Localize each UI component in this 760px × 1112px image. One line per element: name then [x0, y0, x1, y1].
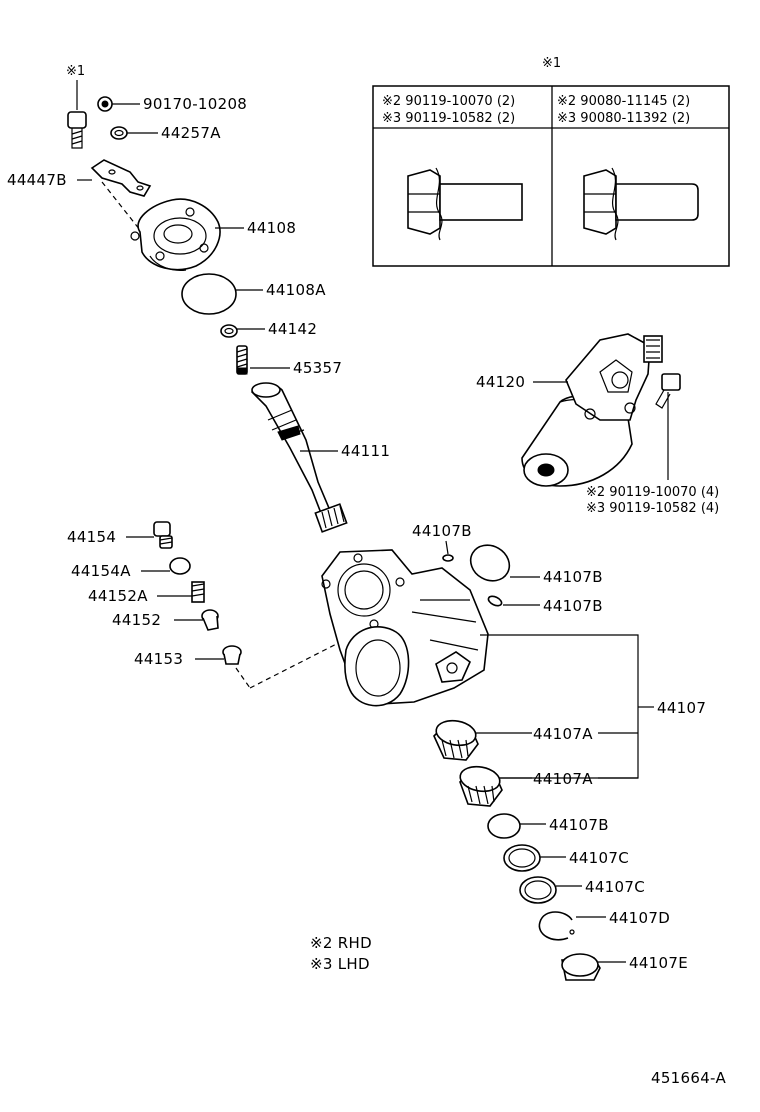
oring-44257a-icon: [110, 126, 128, 140]
washer-90170-icon: [97, 96, 113, 112]
label-44154A: 44154A: [71, 562, 131, 580]
oring-44107b-large-icon: [469, 544, 511, 582]
label-44107C-upper: 44107C: [569, 849, 629, 867]
label-44107D: 44107D: [609, 909, 670, 927]
label-44107B-mid: 44107B: [543, 597, 603, 615]
oring-44107b-small-icon: [442, 554, 454, 562]
bearing-44107a-lower-icon: [459, 765, 503, 807]
label-44107B-ring: 44107B: [543, 568, 603, 586]
label-44107A-upper: 44107A: [533, 725, 593, 743]
seat-44152-icon: [201, 609, 219, 631]
screw-44153-icon: [222, 645, 242, 665]
table-right-line1: ※2 90080-11145 (2): [557, 94, 690, 109]
plug-44154-icon: [153, 521, 173, 549]
label-44107B-top: 44107B: [412, 522, 472, 540]
label-44142: 44142: [268, 320, 317, 338]
oring-44107b-mid-icon: [487, 595, 503, 607]
oring-44142-icon: [220, 324, 238, 338]
seal-44107c-upper-icon: [503, 844, 541, 872]
label-44447B: 44447B: [7, 171, 67, 189]
label-44120: 44120: [476, 373, 525, 391]
label-44152: 44152: [112, 611, 161, 629]
cover-44108-icon: [130, 198, 221, 271]
pump-bolt-icon: [655, 373, 681, 409]
label-44107E: 44107E: [629, 954, 688, 972]
table-right-line2: ※3 90080-11392 (2): [557, 111, 690, 126]
table-mark: ※1: [542, 56, 561, 71]
power-steering-pump-44120-icon: [521, 333, 663, 487]
oring-44108a-icon: [181, 273, 237, 315]
figure-id: 451664-A: [651, 1069, 726, 1087]
legend-lhd: ※3 LHD: [310, 955, 370, 973]
table-left-line1: ※2 90119-10070 (2): [382, 94, 515, 109]
screw-45357-icon: [236, 345, 248, 375]
mark-1-label: ※1: [66, 64, 85, 79]
gear-housing-44107-icon: [321, 549, 489, 707]
seal-44107c-lower-icon: [519, 876, 557, 904]
snap-ring-44107d-icon: [538, 911, 575, 941]
label-44154: 44154: [67, 528, 116, 546]
oring-44154a-icon: [169, 557, 191, 575]
legend-rhd: ※2 RHD: [310, 934, 372, 952]
dust-seal-44107e-icon: [561, 953, 601, 981]
bracket-44447b-icon: [90, 159, 152, 197]
pump-bolt-note-line1: ※2 90119-10070 (4): [586, 485, 719, 500]
label-44107A-lower: 44107A: [533, 770, 593, 788]
valve-shaft-44111-icon: [251, 382, 348, 533]
spring-44152a-icon: [191, 581, 205, 603]
pump-bolt-note-line2: ※3 90119-10582 (4): [586, 501, 719, 516]
table-left-line2: ※3 90119-10582 (2): [382, 111, 515, 126]
bolt-icon: [67, 111, 87, 149]
label-44107B-lower: 44107B: [549, 816, 609, 834]
label-44107: 44107: [657, 699, 706, 717]
label-44108A: 44108A: [266, 281, 326, 299]
label-44111: 44111: [341, 442, 390, 460]
bolt-reference-table: ※1 ※2 90119-10070 (2) ※3 90119-10582 (2)…: [372, 56, 730, 267]
bolt-illustration-left: [407, 167, 523, 241]
oring-44107b-lower-icon: [487, 813, 521, 839]
label-45357: 45357: [293, 359, 342, 377]
bearing-44107a-upper-icon: [433, 719, 479, 761]
bolt-illustration-right: [583, 167, 699, 241]
label-44152A: 44152A: [88, 587, 148, 605]
label-44257A: 44257A: [161, 124, 221, 142]
label-44153: 44153: [134, 650, 183, 668]
label-44108: 44108: [247, 219, 296, 237]
label-90170-10208: 90170-10208: [143, 95, 247, 113]
label-44107C-lower: 44107C: [585, 878, 645, 896]
